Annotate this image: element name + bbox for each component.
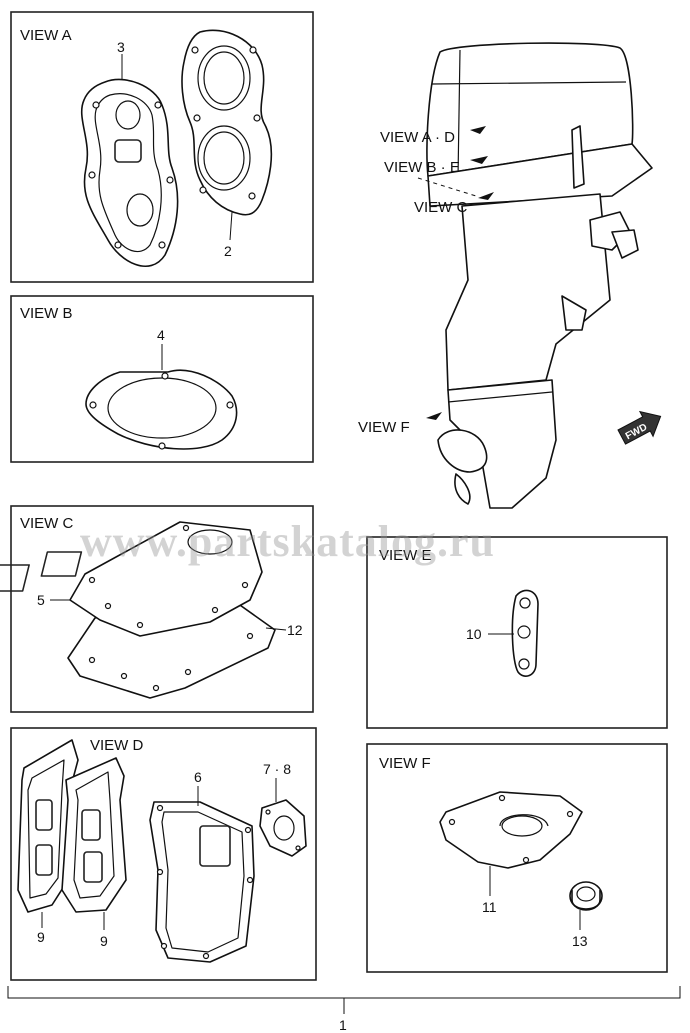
part-number-3: 3 [117,39,125,55]
view-c-title: VIEW C [20,515,74,532]
part-number-6: 6 [194,769,202,785]
panel-view-a: VIEW A 3 [10,11,314,283]
gasket-part-11 [439,791,583,869]
panel-view-d: VIEW D 9 9 [10,727,317,981]
gasket-part-7-8 [259,799,307,857]
watermark-text: www.partskatalog.ru [80,517,495,566]
part-number-10: 10 [466,626,482,642]
leader-12 [265,627,287,631]
view-b-title: VIEW B [20,305,73,322]
part-number-13: 13 [572,933,588,949]
motor-label-view-c: VIEW C [414,199,468,216]
part-number-2: 2 [224,243,232,259]
view-f-title: VIEW F [379,755,431,772]
outboard-motor-illustration: FWD [417,42,662,509]
motor-label-view-f: VIEW F [358,419,410,436]
part-number-1: 1 [339,1017,347,1033]
seal-part-13 [569,881,603,911]
motor-label-view-ad: VIEW A · D [380,129,455,146]
fwd-arrow-badge: FWD [617,410,662,445]
part-number-12: 12 [287,622,303,638]
gasket-part-6 [149,801,255,963]
panel-view-f: VIEW F 11 13 [366,743,668,973]
panel-view-e: VIEW E 10 [366,536,668,729]
leader-2 [229,211,233,241]
part-number-7-8: 7 · 8 [263,761,291,777]
motor-label-view-be: VIEW B · E [384,159,460,176]
gasket-part-4 [85,369,238,450]
gasket-part-9-second [61,757,127,913]
gasket-part-2 [181,29,273,216]
panel-view-c: VIEW C 5 12 [0,505,314,713]
view-e-title: VIEW E [379,547,432,564]
part-number-4: 4 [157,327,165,343]
panel-view-b: VIEW B 4 [10,295,314,463]
view-a-title: VIEW A [20,27,72,44]
part-number-9a: 9 [37,929,45,945]
gasket-part-5 [0,521,263,637]
part-number-9b: 9 [100,933,108,949]
part-number-5: 5 [37,592,45,608]
part-number-11: 11 [482,899,497,915]
kit-bracket-part-1: 1 [7,986,681,1033]
gasket-part-10 [511,589,539,677]
view-d-title: VIEW D [90,737,144,754]
gasket-part-3 [80,78,179,267]
